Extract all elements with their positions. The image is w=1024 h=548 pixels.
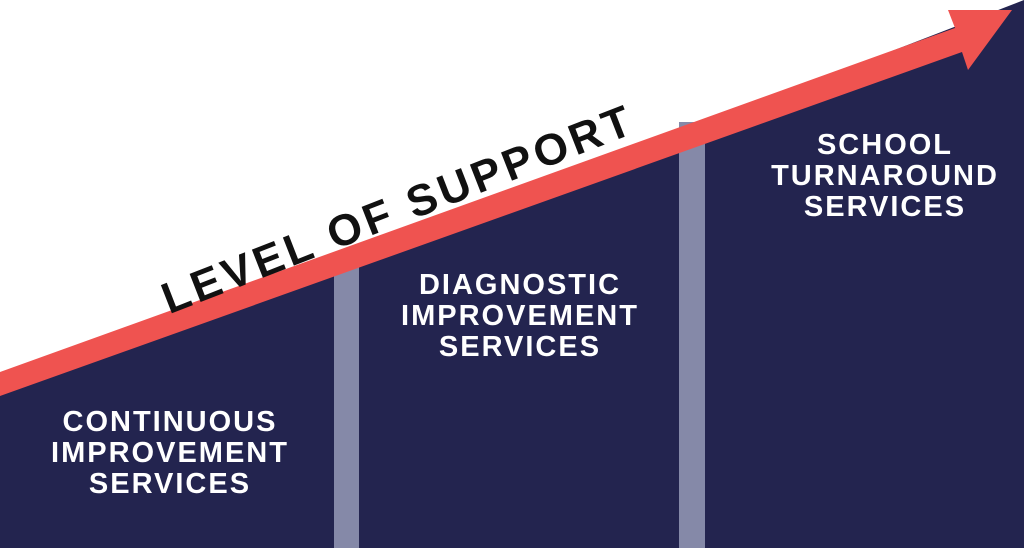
tier-diagnostic-improvement: DIAGNOSTIC IMPROVEMENT SERVICES (401, 269, 639, 363)
divider-bar-1 (334, 255, 359, 548)
divider-bar-2 (679, 122, 705, 548)
tier-continuous-improvement: CONTINUOUS IMPROVEMENT SERVICES (51, 406, 289, 500)
tier-school-turnaround: SCHOOL TURNAROUND SERVICES (771, 129, 999, 223)
level-arrow-icon (0, 10, 1012, 396)
